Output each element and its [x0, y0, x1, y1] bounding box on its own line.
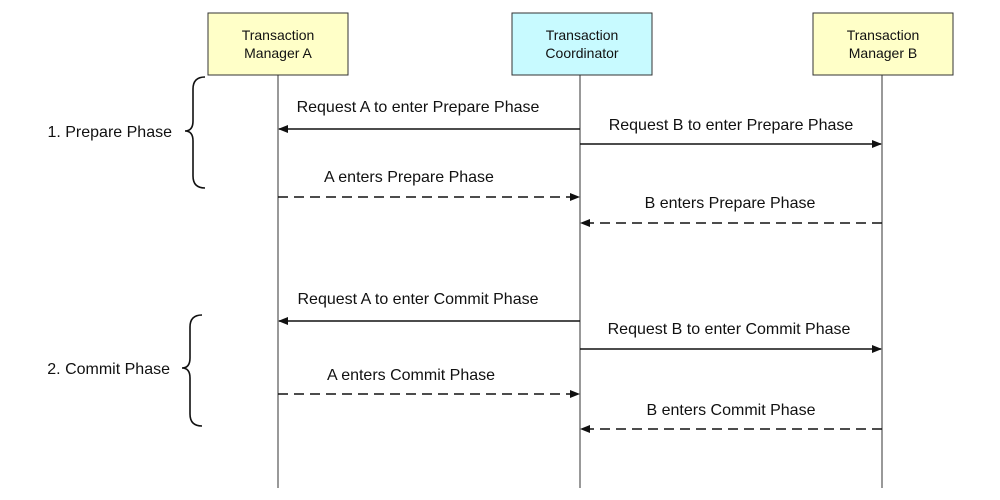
- participant-label-line-1: Transaction: [847, 27, 920, 43]
- message-label: Request B to enter Prepare Phase: [609, 117, 854, 134]
- participant-box: [207, 12, 349, 76]
- participant-label-line-2: Coordinator: [545, 45, 618, 61]
- phase-brace: [181, 314, 203, 427]
- message-label: B enters Commit Phase: [647, 402, 816, 419]
- participant-box: [812, 12, 954, 76]
- participant-box: [511, 12, 653, 76]
- phase-commit: 2. Commit Phase: [47, 314, 203, 427]
- message-label: Request A to enter Commit Phase: [297, 291, 538, 308]
- participant-label-line-2: Manager B: [849, 45, 917, 61]
- phase-label: 1. Prepare Phase: [47, 124, 172, 141]
- participant-coordinator: Transaction Coordinator: [511, 12, 653, 76]
- participant-label-line-1: Transaction: [546, 27, 619, 43]
- participant-manager-a: Transaction Manager A: [207, 12, 349, 76]
- participant-label-line-2: Manager A: [244, 45, 312, 61]
- participant-label-line-1: Transaction: [242, 27, 315, 43]
- message-label: B enters Prepare Phase: [645, 195, 816, 212]
- phase-prepare: 1. Prepare Phase: [47, 76, 206, 189]
- message-label: A enters Prepare Phase: [324, 169, 494, 186]
- participant-manager-b: Transaction Manager B: [812, 12, 954, 76]
- phase-label: 2. Commit Phase: [47, 361, 170, 378]
- message-label: Request A to enter Prepare Phase: [297, 99, 540, 116]
- message-label: Request B to enter Commit Phase: [608, 321, 851, 338]
- message-label: A enters Commit Phase: [327, 367, 495, 384]
- phase-brace: [184, 76, 206, 189]
